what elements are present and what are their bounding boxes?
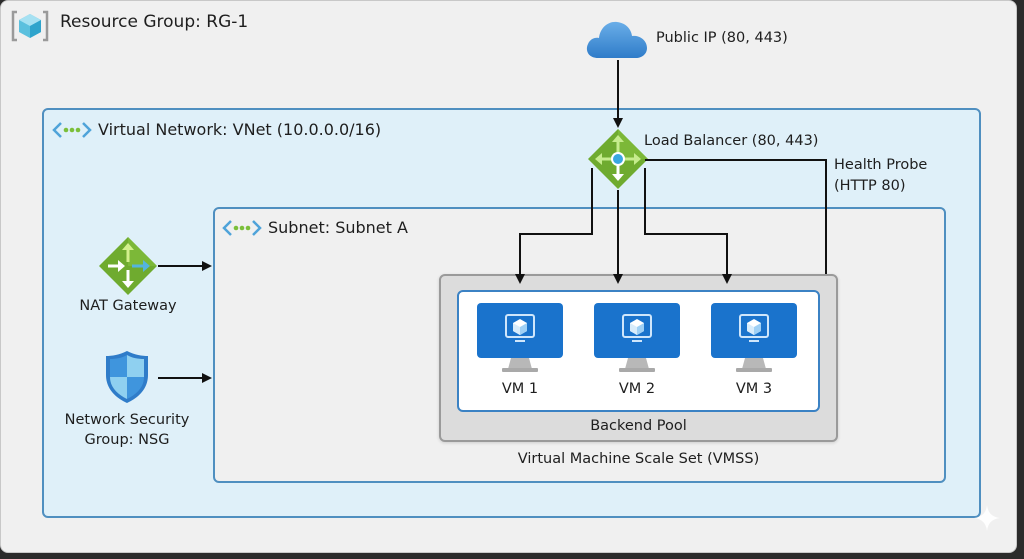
public-ip-label: Public IP (80, 443) <box>656 30 788 46</box>
nsg-label-line1: Network Security <box>64 412 190 428</box>
vm-label: VM 3 <box>735 381 773 397</box>
virtual-network-title: Virtual Network: VNet (10.0.0.0/16) <box>98 120 382 139</box>
sparkle-icon <box>974 505 1000 531</box>
vm-label: VM 2 <box>618 381 656 397</box>
vm-icon <box>711 303 797 377</box>
vmss-label: Virtual Machine Scale Set (VMSS) <box>517 451 760 467</box>
backend-pool-label: Backend Pool <box>590 418 687 434</box>
load-balancer-icon <box>587 128 649 190</box>
nat-gateway-label: NAT Gateway <box>79 298 177 314</box>
nsg-label-line2: Group: NSG <box>84 432 170 448</box>
load-balancer-label: Load Balancer (80, 443) <box>644 133 819 149</box>
subnet-icon <box>222 218 262 238</box>
vm-label: VM 1 <box>501 381 539 397</box>
subnet-title: Subnet: Subnet A <box>268 218 408 237</box>
nat-gateway-icon <box>98 236 158 296</box>
shield-icon <box>104 349 150 405</box>
cloud-icon <box>584 16 650 60</box>
virtual-network-icon <box>52 120 92 140</box>
health-probe-label-line1: Health Probe <box>834 157 928 173</box>
vm-icon <box>477 303 563 377</box>
resource-group-title: Resource Group: RG-1 <box>60 12 249 32</box>
health-probe-label-line2: (HTTP 80) <box>834 178 906 194</box>
vm-icon <box>594 303 680 377</box>
resource-group-icon <box>10 9 50 43</box>
